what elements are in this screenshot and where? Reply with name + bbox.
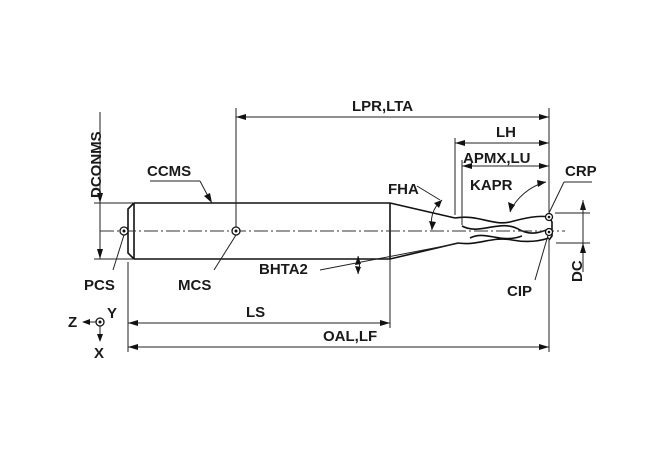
neck-top [389, 202, 456, 219]
dim-bhta2 [319, 242, 461, 275]
flute-middle [461, 225, 550, 234]
dim-kapr [508, 180, 547, 213]
dim-dc [556, 213, 590, 272]
flute-inner [469, 234, 523, 240]
dim-apmx-lu [461, 160, 549, 225]
axis-triad [82, 317, 105, 342]
label-cip: CIP [507, 283, 532, 300]
label-ls: LS [246, 304, 265, 321]
label-dconms: DCONMS [88, 131, 105, 198]
label-axis-y: Y [107, 305, 117, 322]
label-ccms: CCMS [147, 163, 191, 180]
marker-mcs [213, 226, 241, 271]
flute-top [454, 215, 550, 224]
dim-fha [416, 185, 443, 231]
label-axis-z: Z [68, 314, 77, 331]
label-lh: LH [496, 124, 516, 141]
label-dc: DC [569, 260, 586, 282]
dim-oal-lf [128, 240, 550, 352]
label-crp: CRP [565, 163, 597, 180]
dim-lpr-lta [235, 108, 550, 230]
label-axis-x: X [94, 345, 104, 362]
dim-cip [534, 231, 550, 281]
flute-bottom [457, 237, 550, 245]
label-oal-lf: OAL,LF [323, 328, 377, 345]
dim-lh [454, 138, 549, 215]
label-apmx-lu: APMX,LU [463, 150, 531, 167]
label-kapr: KAPR [470, 177, 513, 194]
dim-ls [127, 259, 391, 352]
marker-pcs [112, 226, 129, 271]
label-lpr-lta: LPR,LTA [352, 98, 413, 115]
dim-ccms [150, 180, 212, 203]
label-mcs: MCS [178, 277, 211, 294]
dim-crp [548, 181, 592, 214]
label-bhta2: BHTA2 [259, 261, 308, 278]
label-pcs: PCS [84, 277, 115, 294]
dim-dconms [94, 112, 134, 260]
label-fha: FHA [388, 181, 419, 198]
